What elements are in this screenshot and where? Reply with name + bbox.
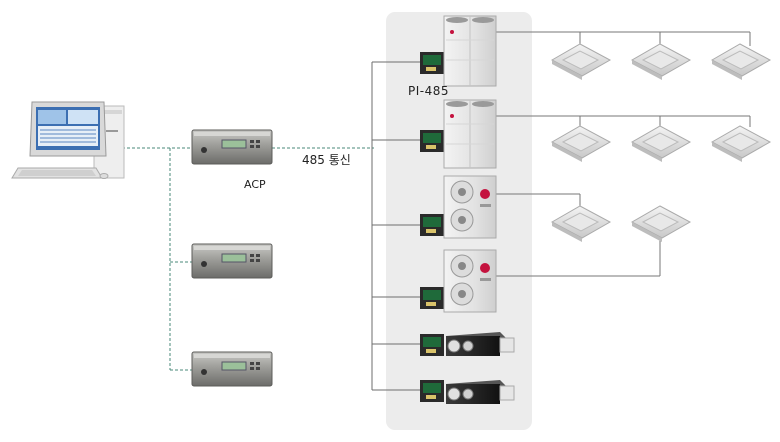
lg-logo-icon <box>480 189 490 199</box>
rs485-bus <box>371 61 420 391</box>
vrf-outdoor-unit-2 <box>443 99 497 169</box>
pi485-module-2 <box>420 130 444 152</box>
dashed-links <box>122 147 374 371</box>
cassette-unit-3-2 <box>630 205 692 242</box>
cassette-unit-1-3 <box>710 43 772 80</box>
split-outdoor-unit-1 <box>443 175 497 239</box>
ventilation-unit-1 <box>446 332 515 356</box>
vrf-outdoor-unit-1 <box>443 15 497 87</box>
pi485-label: PI-485 <box>408 84 450 98</box>
cassette-unit-1-1 <box>550 43 612 80</box>
cassette-unit-3-1 <box>550 205 612 242</box>
cassette-unit-1-2 <box>630 43 692 80</box>
pi485-module-1 <box>420 52 444 74</box>
split-outdoor-unit-2 <box>443 249 497 313</box>
indoor-links <box>494 31 751 277</box>
acp-controller-3 <box>191 351 273 387</box>
ventilation-unit-2 <box>446 380 515 404</box>
acp-controller-2 <box>191 243 273 279</box>
lg-logo-icon <box>480 263 490 273</box>
pi485-module-5 <box>420 334 444 356</box>
acp-controller-1 <box>191 129 273 165</box>
rs485-comm-label: 485 통신 <box>302 153 351 167</box>
acp-label: ACP <box>244 178 266 191</box>
pi485-module-4 <box>420 287 444 309</box>
cassette-unit-2-3 <box>710 125 772 162</box>
pi485-module-6 <box>420 380 444 402</box>
pi485-module-3 <box>420 214 444 236</box>
cassette-unit-2-2 <box>630 125 692 162</box>
pc-workstation <box>11 101 125 179</box>
cassette-unit-2-1 <box>550 125 612 162</box>
